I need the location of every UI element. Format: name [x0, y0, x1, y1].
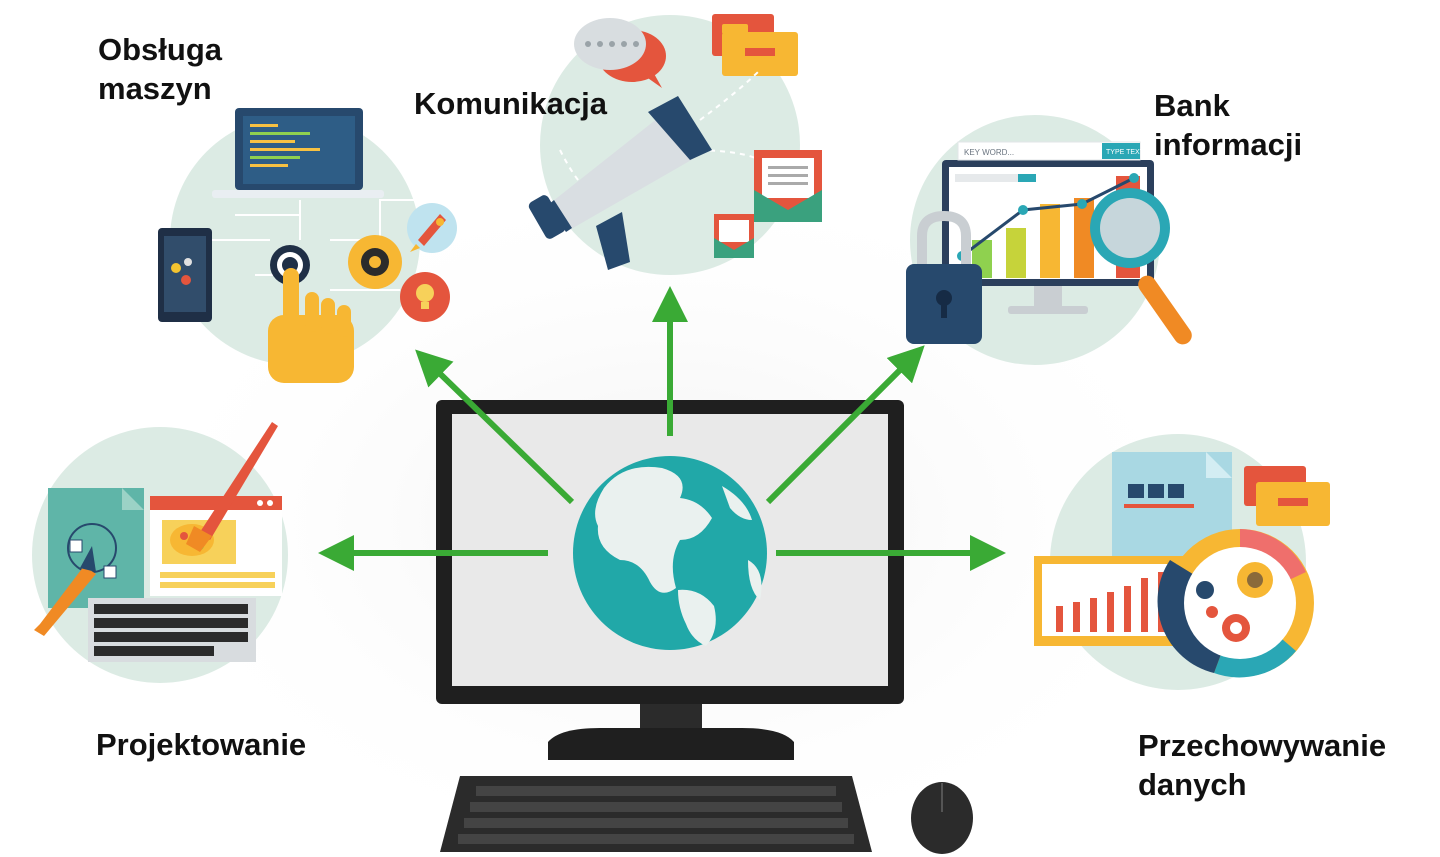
label-storage: Przechowywanie danych [1138, 726, 1386, 804]
chart-monitor-icon [942, 160, 1154, 314]
bank-illustration: KEY WORD... TYPE TEXT [906, 115, 1192, 365]
label-bank-line1: Bank [1154, 88, 1230, 123]
speech-bubble-icon [574, 18, 666, 88]
lightbulb-icon [400, 272, 450, 322]
keyboard-icon [88, 598, 256, 662]
bank-button-text: TYPE TEXT [1106, 149, 1145, 156]
arrows [318, 286, 1006, 571]
folder-stack-icon [1244, 466, 1330, 526]
padlock-icon [906, 210, 982, 344]
globe-icon [573, 456, 767, 650]
gear-icon [348, 235, 402, 289]
label-machines-line2: maszyn [98, 71, 212, 106]
label-bank-line2: informacji [1154, 127, 1303, 162]
envelope-icon [754, 150, 822, 222]
label-storage-line2: danych [1138, 767, 1247, 802]
desk-keyboard [440, 776, 872, 852]
desk-mouse [911, 782, 973, 854]
phone-icon [158, 228, 212, 322]
label-machines-line1: Obsługa [98, 32, 223, 67]
storage-illustration [1034, 434, 1330, 690]
envelope-small-icon [714, 214, 754, 258]
pen-tool-icon [34, 523, 117, 636]
arrow-to-machines [415, 349, 575, 505]
communication-illustration [528, 14, 822, 275]
machines-illustration [158, 108, 457, 383]
touch-hand-icon [268, 245, 354, 383]
label-bank: Bank informacji [1154, 86, 1302, 164]
label-machines: Obsługa maszyn [98, 30, 222, 108]
design-illustration [32, 422, 288, 683]
laptop-icon [212, 108, 384, 198]
arrow-to-bank [765, 345, 925, 505]
label-communication: Komunikacja [414, 86, 607, 121]
paint-brush-icon [170, 422, 278, 556]
megaphone-icon [528, 96, 712, 270]
folder-icon [712, 14, 798, 76]
magnifier-icon [1090, 188, 1192, 345]
label-design: Projektowanie [96, 727, 307, 762]
bank-search-text: KEY WORD... [964, 148, 1014, 157]
rocket-icon [407, 203, 457, 253]
label-storage-line1: Przechowywanie [1138, 728, 1387, 763]
donut-gears-icon [1157, 529, 1314, 678]
